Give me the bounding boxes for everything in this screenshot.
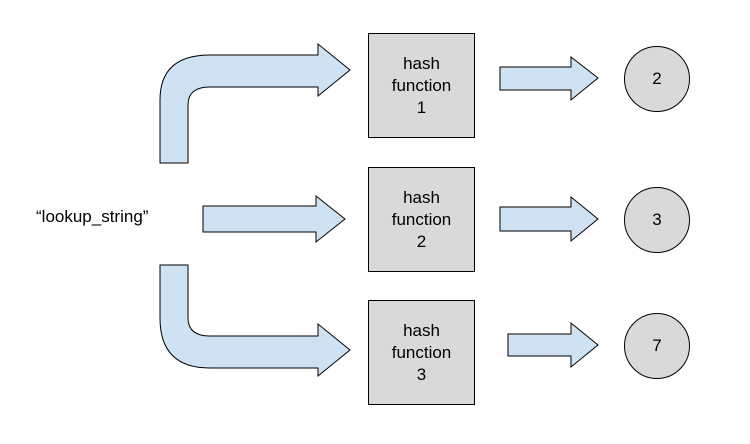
curved-arrow-to-hash-1 <box>159 42 351 164</box>
arrow-hash-3-to-result <box>507 321 599 369</box>
hash-box-3-line-1: hash <box>403 320 440 340</box>
hash-box-1-line-1: hash <box>403 53 440 73</box>
hash-box-1-line-3: 1 <box>416 97 427 117</box>
hash-box-2-line-3: 2 <box>416 231 427 251</box>
hash-box-1-line-2: function <box>391 75 452 95</box>
arrow-hash-1-to-result <box>499 55 599 102</box>
hash-box-2-line-2: function <box>391 209 452 229</box>
hash-box-2-line-1: hash <box>403 187 440 207</box>
hash-box-3-line-3: 3 <box>416 364 427 384</box>
input-string-label: “lookup_string” <box>36 207 149 226</box>
hash-box-3-line-2: function <box>391 342 452 362</box>
arrow-to-hash-2 <box>202 194 346 244</box>
result-circle-2: 3 <box>624 187 690 253</box>
result-circle-3: 7 <box>624 313 690 379</box>
hash-function-box-3: hash function 3 <box>368 300 475 405</box>
curved-arrow-to-hash-3 <box>159 264 351 378</box>
arrow-hash-2-to-result <box>499 195 599 243</box>
hash-function-box-2: hash function 2 <box>368 167 475 272</box>
hash-function-box-1: hash function 1 <box>368 33 475 138</box>
result-circle-1: 2 <box>624 46 690 112</box>
